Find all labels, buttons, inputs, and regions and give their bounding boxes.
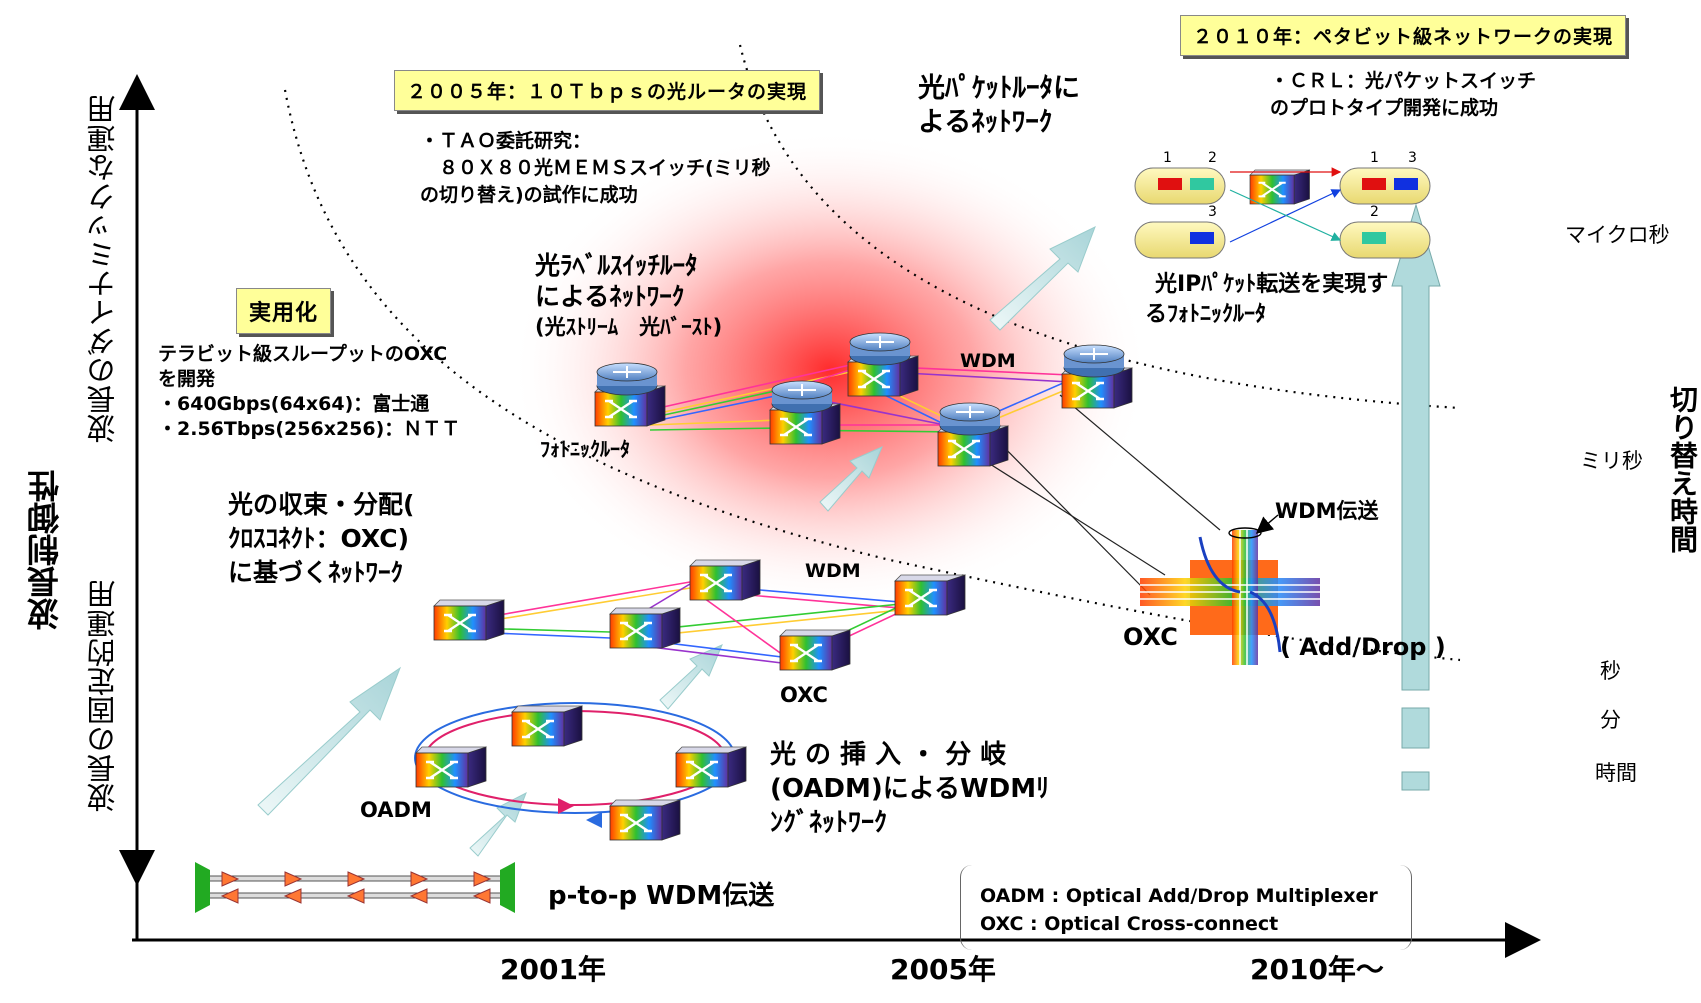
time-bar-minute — [1401, 707, 1430, 749]
note-oxc-development: テラビット級スループットのOXC を開発 ・640Gbps(64x64)：富士通… — [158, 342, 460, 442]
label-line: 光 の 挿 入 ・ 分 岐 — [770, 740, 1007, 770]
oadm-node — [510, 704, 584, 748]
label-p2p-wdm: p-to-p WDM伝送 — [548, 881, 775, 911]
oxc-node — [893, 573, 967, 617]
note-line: の切り替え)の試作に成功 — [420, 184, 638, 206]
switching-time-arrow — [1391, 203, 1441, 691]
label-line: 光ﾗﾍﾞﾙｽｲｯﾁﾙｰﾀ — [535, 251, 698, 280]
y-label-fixed: 波長の固定的運用 — [86, 580, 120, 812]
oxc-node — [778, 628, 852, 672]
note-line: ・ＣＲＬ：光パケットスイッチ — [1270, 70, 1537, 92]
label-oadm-ring-network: 光 の 挿 入 ・ 分 岐 (OADM)によるWDMﾘ ﾝｸﾞﾈｯﾄﾜｰｸ — [770, 738, 1049, 840]
p2p-wdm-link — [195, 862, 515, 913]
link-to-oxc — [984, 427, 1151, 596]
note-line: ８０Ｘ８０光ＭＥＭＳスイッチ(ミリ秒 — [420, 157, 771, 179]
x-tick-2005: 2005年 — [890, 953, 996, 986]
oadm-node — [414, 745, 488, 789]
photonic-router-node — [595, 363, 665, 426]
photonic-router-node — [938, 403, 1008, 466]
packet-number: 3 — [1208, 204, 1217, 220]
time-tick-hour: 時間 — [1595, 761, 1637, 785]
definitions: OADM : Optical Add/Drop Multiplexer OXC … — [980, 882, 1378, 938]
definitions-box — [960, 865, 1412, 950]
label-add-drop: ( Add/Drop ) — [1280, 633, 1446, 661]
link-to-oxc — [1059, 394, 1221, 531]
label-line: ﾝｸﾞﾈｯﾄﾜｰｸ — [770, 808, 888, 838]
progress-arrows — [257, 225, 1096, 857]
packet-number: 3 — [1408, 150, 1417, 166]
time-tick-minute: 分 — [1600, 708, 1621, 732]
ring-direction-arrow — [558, 798, 574, 814]
milestone-2005: ２００５年：１０Ｔｂｐｓの光ルータの実現 — [394, 70, 821, 111]
label-line: ｸﾛｽｺﾈｸﾄ：OXC) — [228, 524, 410, 553]
oadm-node — [674, 745, 748, 789]
x-tick-2010: 2010年～ — [1250, 953, 1384, 986]
label-label-switch-network: 光ﾗﾍﾞﾙｽｲｯﾁﾙｰﾀ によるﾈｯﾄﾜｰｸ (光ｽﾄﾘｰﾑ 光ﾊﾞｰｽﾄ) — [535, 250, 722, 343]
label-oxc-crossing: OXC — [1123, 623, 1178, 651]
packet-number: 2 — [1370, 204, 1379, 220]
packet-number: 1 — [1163, 150, 1172, 166]
note-line: ・640Gbps(64x64)：富士通 — [158, 393, 430, 415]
link-to-oxc — [959, 444, 1166, 576]
note-tao: ・ＴＡＯ委託研究： ８０Ｘ８０光ＭＥＭＳスイッチ(ミリ秒 の切り替え)の試作に成… — [420, 128, 771, 209]
packet-number: 2 — [1208, 150, 1217, 166]
time-tick-millisecond: ミリ秒 — [1580, 449, 1643, 473]
label-line: 光の収束・分配( — [228, 490, 415, 519]
packet-number: 1 — [1370, 150, 1379, 166]
label-oadm-node: OADM — [360, 798, 432, 822]
note-line: を開発 — [158, 368, 216, 390]
definition-oxc: OXC : Optical Cross-connect — [980, 913, 1279, 935]
label-oxc-network: 光の収束・分配( ｸﾛｽｺﾈｸﾄ：OXC) に基づくﾈｯﾄﾜｰｸ — [228, 488, 414, 590]
label-oxc-node: OXC — [780, 683, 828, 707]
label-line: に基づくﾈｯﾄﾜｰｸ — [228, 558, 404, 587]
label-line: るﾌｫﾄﾆｯｸﾙｰﾀ — [1145, 302, 1267, 327]
note-line: ・ＴＡＯ委託研究： — [420, 130, 592, 152]
label-line: (光ｽﾄﾘｰﾑ 光ﾊﾞｰｽﾄ) — [535, 315, 723, 339]
time-tick-second: 秒 — [1600, 659, 1621, 683]
oxc-node — [688, 558, 762, 602]
label-wdm-transmission: WDM伝送 — [1275, 499, 1379, 523]
oxc-node — [432, 598, 506, 642]
progress-arrow — [819, 446, 883, 512]
label-line: 光IPﾊﾟｹｯﾄ転送を実現す — [1155, 272, 1389, 297]
photonic-router-node — [848, 333, 918, 396]
note-crl: ・ＣＲＬ：光パケットスイッチ のプロトタイプ開発に成功 — [1270, 68, 1536, 122]
definition-oadm: OADM : Optical Add/Drop Multiplexer — [980, 885, 1378, 907]
label-line: よるﾈｯﾄﾜｰｸ — [918, 107, 1053, 138]
x-tick-2001: 2001年 — [500, 953, 606, 986]
label-photonic-router: ﾌｫﾄﾆｯｸﾙｰﾀ — [540, 437, 630, 461]
label-wdm-upper: WDM — [960, 350, 1016, 372]
progress-arrow — [989, 225, 1096, 331]
progress-arrow — [257, 666, 402, 816]
label-line: 光ﾊﾟｹｯﾄﾙｰﾀに — [918, 73, 1080, 104]
label-line: によるﾈｯﾄﾜｰｸ — [535, 282, 685, 311]
label-packet-router-network: 光ﾊﾟｹｯﾄﾙｰﾀに よるﾈｯﾄﾜｰｸ — [918, 72, 1080, 140]
milestone-practical: 実用化 — [236, 288, 332, 334]
time-tick-microsecond: マイクロ秒 — [1565, 223, 1670, 247]
note-line: ・2.56Tbps(256x256)：ＮＴＴ — [158, 418, 461, 440]
oxc-node — [608, 606, 682, 650]
ring-direction-arrow — [586, 812, 602, 828]
packet-switch-illustration — [1134, 167, 1431, 259]
note-line: のプロトタイプ開発に成功 — [1270, 97, 1499, 119]
label-wdm-lower: WDM — [805, 560, 861, 582]
y-axis-title: 波長制御性 — [26, 470, 64, 630]
oadm-node — [608, 798, 682, 842]
progress-arrow — [659, 644, 723, 710]
photonic-router-node — [770, 381, 840, 444]
time-bar-hour — [1401, 771, 1430, 791]
oxc-crossing — [1140, 514, 1320, 665]
photonic-router-node — [1062, 345, 1132, 408]
switching-time-title: 切り替え時間 — [1666, 385, 1699, 553]
label-line: (OADM)によるWDMﾘ — [770, 774, 1050, 804]
milestone-2010: ２０１０年：ペタビット級ネットワークの実現 — [1180, 15, 1627, 56]
y-label-dynamic: 波長のダイナミックな運用 — [86, 95, 120, 443]
note-line: テラビット級スループットのOXC — [158, 343, 448, 365]
label-ip-packet-router: 光IPﾊﾟｹｯﾄ転送を実現す るﾌｫﾄﾆｯｸﾙｰﾀ — [1145, 270, 1389, 330]
